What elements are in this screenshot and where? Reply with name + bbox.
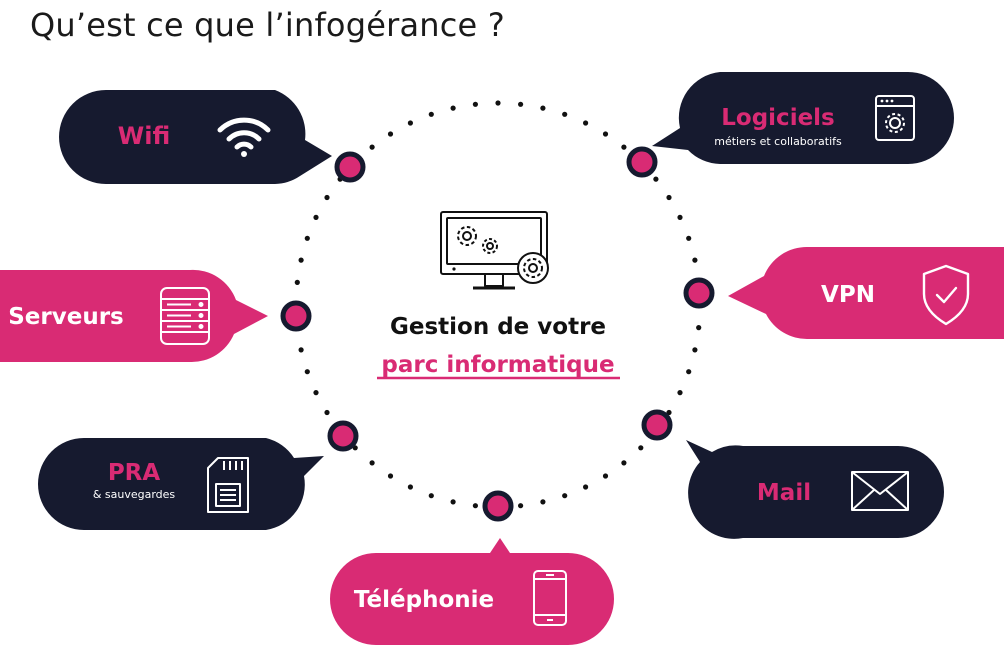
ring-dot: [294, 279, 300, 285]
bubble-mail: Mail: [686, 440, 944, 539]
ring-dot: [518, 503, 524, 509]
monitor-gears-icon: [440, 211, 549, 290]
page-title: Qu’est ce que l’infogérance ?: [30, 6, 505, 44]
ring-dot: [692, 257, 698, 263]
bubble-serveurs: Serveurs: [0, 269, 268, 363]
ring-dot: [638, 445, 644, 451]
ring-dot: [450, 105, 456, 111]
ring-dot: [298, 347, 304, 353]
ring-dot: [696, 325, 702, 331]
bubble-telephonie-label: Téléphonie: [354, 587, 494, 613]
ring-dot: [621, 460, 627, 466]
shield-check-icon: [922, 264, 970, 326]
ring-dot: [313, 214, 319, 220]
bubble-logiciels: Logiciels métiers et collaboratifs: [652, 72, 954, 164]
wifi-icon: [217, 117, 271, 157]
bubble-logiciels-label: Logiciels: [721, 105, 835, 131]
bubble-serveurs-label: Serveurs: [8, 304, 124, 330]
ring-dot: [369, 460, 375, 466]
ring-dot: [428, 111, 434, 117]
ring-dot: [324, 194, 330, 201]
ring-dot: [562, 493, 568, 499]
ring-dot: [472, 503, 478, 509]
bubble-telephonie: Téléphonie: [330, 538, 614, 645]
ring-dot: [677, 390, 683, 396]
node-logiciels: [626, 146, 658, 178]
ring-dot: [602, 131, 609, 137]
bubble-logiciels-sub: métiers et collaboratifs: [714, 135, 842, 148]
ring-dot: [666, 194, 672, 201]
ring-dot: [583, 120, 589, 126]
node-pra: [327, 420, 359, 452]
center-subtitle: parc informatique: [381, 352, 614, 378]
ring-dot: [562, 111, 568, 117]
ring-dot: [621, 144, 627, 150]
settings-window-icon: [875, 95, 915, 141]
ring-dot: [324, 409, 330, 416]
ring-dot: [472, 101, 478, 107]
ring-dot: [313, 390, 319, 396]
bubble-wifi-label: Wifi: [118, 122, 171, 150]
ring-dot: [540, 105, 546, 111]
ring-dot: [387, 131, 394, 137]
ring-dot: [450, 499, 456, 505]
ring-dot: [518, 101, 524, 107]
ring-dot: [428, 493, 434, 499]
smartphone-icon: [533, 570, 567, 626]
ring-dot: [304, 235, 310, 241]
ring-dot: [686, 235, 692, 241]
bubble-pra-sub: & sauvegardes: [93, 488, 176, 501]
bubble-pra: PRA & sauvegardes: [38, 438, 324, 530]
bubble-vpn-label: VPN: [821, 282, 875, 308]
ring-dot: [387, 473, 394, 479]
ring-dot: [369, 144, 375, 150]
node-serveurs: [280, 300, 312, 332]
node-vpn: [683, 277, 715, 309]
ring-dot: [298, 257, 304, 263]
ring-dot: [304, 369, 310, 375]
connector-nodes: [280, 146, 715, 522]
center-title: Gestion de votre: [390, 314, 606, 340]
node-wifi: [334, 151, 366, 183]
ring-dot: [407, 484, 413, 490]
ring-dot: [653, 176, 659, 182]
ring-dot: [540, 499, 546, 505]
bubble-pra-label: PRA: [108, 460, 161, 486]
ring-dot: [692, 347, 698, 353]
ring-dot: [407, 120, 413, 126]
ring-dot: [677, 214, 683, 220]
bubble-wifi: Wifi: [59, 90, 332, 184]
bubble-mail-label: Mail: [757, 480, 811, 506]
envelope-icon: [851, 471, 909, 511]
ring-dot: [495, 100, 501, 106]
server-icon: [160, 287, 210, 345]
node-mail: [641, 409, 673, 441]
ring-dot: [583, 484, 589, 490]
ring-dot: [686, 369, 692, 375]
sd-card-icon: [207, 457, 249, 513]
bubble-vpn: VPN: [728, 246, 1004, 340]
node-telephonie: [482, 490, 514, 522]
ring-dot: [602, 473, 609, 479]
